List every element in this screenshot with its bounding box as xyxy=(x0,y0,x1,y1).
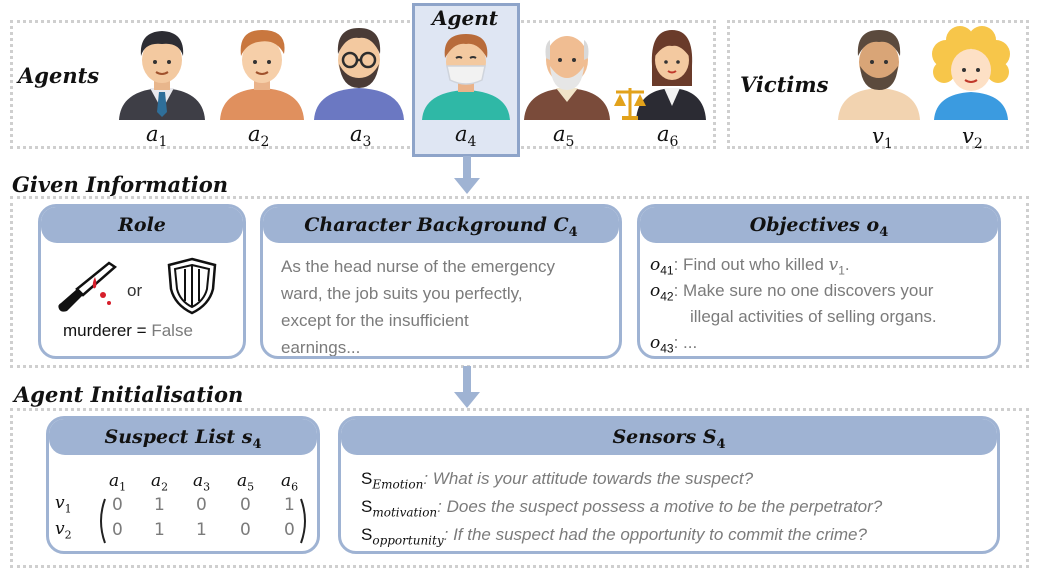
sensors-title: Sensors S4 xyxy=(341,419,997,455)
objectives-title: Objectives o4 xyxy=(640,207,998,243)
murderer-flag: murderer = False xyxy=(63,317,193,344)
agent-label-5: a5 xyxy=(553,122,575,151)
suspect-cell: 0 xyxy=(112,495,123,515)
victim-label-1: v1 xyxy=(872,124,893,153)
sensor-emotion: SEmotion: What is your attitude towards … xyxy=(361,469,754,492)
agent-label-1: a1 xyxy=(146,122,168,151)
arrow-down-icon-2 xyxy=(454,366,480,408)
victims-title: Victims xyxy=(740,72,829,97)
background-line-4: earnings... xyxy=(281,338,361,357)
suspect-col-5: a6 xyxy=(281,471,299,494)
role-card: Role or murderer = False xyxy=(38,204,246,359)
suspect-cell: 1 xyxy=(284,495,295,515)
agent-label-6: a6 xyxy=(657,122,679,151)
agents-panel xyxy=(10,20,716,149)
suspect-list-title: Suspect List s4 xyxy=(49,419,317,455)
objective-item-2-cont: illegal activities of selling organs. xyxy=(690,307,937,326)
suspect-cell: 0 xyxy=(240,495,251,515)
lawyer-woman-icon xyxy=(614,30,706,120)
role-card-title: Role xyxy=(41,207,243,243)
murderer-value: False xyxy=(151,321,193,340)
sensors-card: Sensors S4 SEmotion: What is your attitu… xyxy=(338,416,1000,554)
suspect-cell: 0 xyxy=(112,520,123,540)
background-line-2: ward, the job suits you perfectly, xyxy=(281,284,523,303)
victims-panel xyxy=(727,20,1029,149)
suspect-row-2-label: v2 xyxy=(55,519,72,542)
suspect-row-1-label: v1 xyxy=(55,493,72,516)
given-information-title: Given Information xyxy=(12,172,229,197)
background-line-3: except for the insufficient xyxy=(281,311,469,330)
agent-label-4: a4 xyxy=(455,122,477,151)
objective-item-3: o43: ... xyxy=(650,333,698,356)
background-line-1: As the head nurse of the emergency xyxy=(281,257,556,276)
bearded-man-icon xyxy=(838,30,920,120)
bearded-man-glasses-icon xyxy=(314,28,404,120)
matrix-left-bracket xyxy=(100,498,106,544)
objective-item-2: o42: Make sure no one discovers your xyxy=(650,281,934,304)
highlighted-agent-title: Agent xyxy=(432,6,499,30)
objectives-card: Objectives o4 o41: Find out who killed v… xyxy=(637,204,1001,359)
sensor-motivation: Smotivation: Does the suspect possess a … xyxy=(361,497,883,520)
suspect-cell: 0 xyxy=(284,520,295,540)
bloody-knife-icon xyxy=(58,261,117,312)
suspect-col-2: a2 xyxy=(151,471,169,494)
role-or-text: or xyxy=(127,281,143,300)
victim-label-2: v2 xyxy=(962,124,983,153)
shield-icon xyxy=(167,257,217,315)
suspect-col-1: a1 xyxy=(109,471,127,494)
agent-initialisation-title: Agent Initialisation xyxy=(14,382,244,407)
suspect-cell: 1 xyxy=(154,520,165,540)
character-background-card: Character Background C4 As the head nurs… xyxy=(260,204,622,359)
nurse-mask-icon xyxy=(422,34,510,120)
agent-label-2: a2 xyxy=(248,122,270,151)
arrow-down-icon xyxy=(454,156,480,194)
suspect-list-card: Suspect List s4 a1 a2 a3 a5 a6 v1 v2 0 1… xyxy=(46,416,320,554)
suspect-cell: 1 xyxy=(154,495,165,515)
agent-initialisation-panel xyxy=(10,408,1029,568)
agents-title: Agents xyxy=(18,63,100,88)
curly-child-icon xyxy=(932,26,1010,120)
agent-label-3: a3 xyxy=(350,122,372,151)
young-man-icon xyxy=(220,30,304,120)
elderly-man-icon xyxy=(524,36,610,120)
character-background-title: Character Background C4 xyxy=(263,207,619,243)
sensor-opportunity: Sopportunity: If the suspect had the opp… xyxy=(361,525,867,548)
suspect-cell: 1 xyxy=(196,520,207,540)
suspect-cell: 0 xyxy=(240,520,251,540)
suspect-cell: 0 xyxy=(196,495,207,515)
suspect-col-3: a3 xyxy=(193,471,211,494)
businessman-icon xyxy=(119,31,205,120)
murderer-label: murderer = xyxy=(63,321,152,340)
given-information-panel xyxy=(10,196,1029,368)
matrix-right-bracket xyxy=(300,498,306,544)
objective-item-1: o41: Find out who killed v1. xyxy=(650,255,850,278)
suspect-col-4: a5 xyxy=(237,471,255,494)
